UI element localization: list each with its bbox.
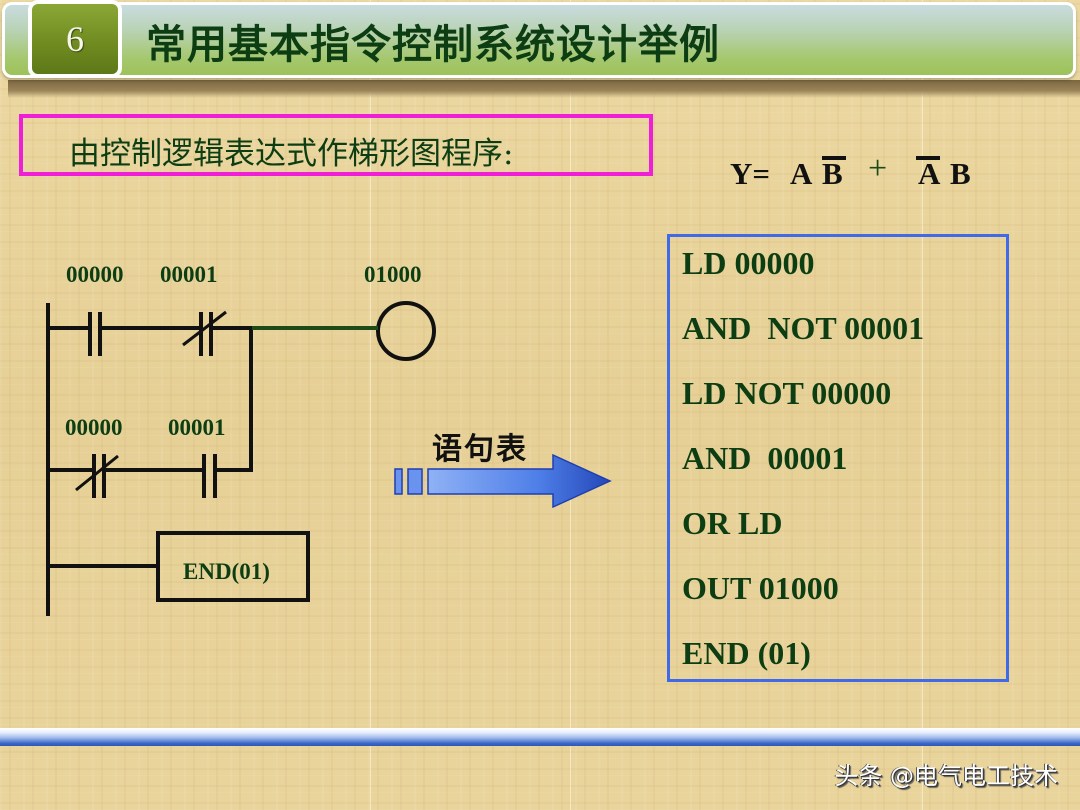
statement-line: AND 00001	[682, 440, 848, 476]
negation-bar	[916, 156, 940, 160]
formula-term1-a: A	[790, 156, 813, 191]
negation-bar	[822, 156, 846, 160]
section-number: 6	[66, 19, 84, 59]
arrow-icon	[394, 453, 612, 509]
rung1-contact2-address: 00001	[160, 262, 218, 287]
page-title: 常用基本指令控制系统设计举例	[146, 22, 720, 68]
texture-line	[922, 0, 923, 810]
header-shadow	[8, 80, 1080, 98]
header-bar	[2, 2, 1076, 78]
watermark: 头条 @电气电工技术	[834, 762, 1058, 790]
formula-term2-b: B	[950, 156, 971, 191]
texture-line	[370, 0, 371, 810]
statement-line: LD NOT 00000	[682, 375, 892, 411]
subtitle-text: 由控制逻辑表达式作梯形图程序:	[69, 136, 514, 172]
arrow-label: 语句表	[432, 432, 528, 467]
rung2-contact1-address: 00000	[65, 415, 123, 440]
statement-line: OR LD	[682, 505, 783, 541]
formula-lhs: Y=	[730, 156, 771, 191]
texture-line	[570, 0, 571, 810]
coil-icon	[376, 301, 436, 361]
statement-line: OUT 01000	[682, 570, 839, 606]
formula-operator: +	[868, 150, 888, 187]
section-number-badge: 6	[28, 0, 122, 78]
statement-line: END (01)	[682, 635, 811, 671]
rung1-contact1-address: 00000	[66, 262, 124, 287]
formula-term1-b: B	[822, 156, 843, 191]
statement-line: AND NOT 00001	[682, 310, 925, 346]
end-block	[156, 531, 310, 602]
statement-line: LD 00000	[682, 245, 815, 281]
formula-term2-a: A	[918, 156, 941, 191]
subtitle-box: 由控制逻辑表达式作梯形图程序:	[19, 114, 653, 176]
coil-address: 01000	[364, 262, 422, 287]
end-block-label: END(01)	[183, 559, 270, 584]
footer-stripe	[0, 728, 1080, 746]
rung2-contact2-address: 00001	[168, 415, 226, 440]
statement-list-box: LD 00000 AND NOT 00001 LD NOT 00000 AND …	[667, 234, 1009, 682]
